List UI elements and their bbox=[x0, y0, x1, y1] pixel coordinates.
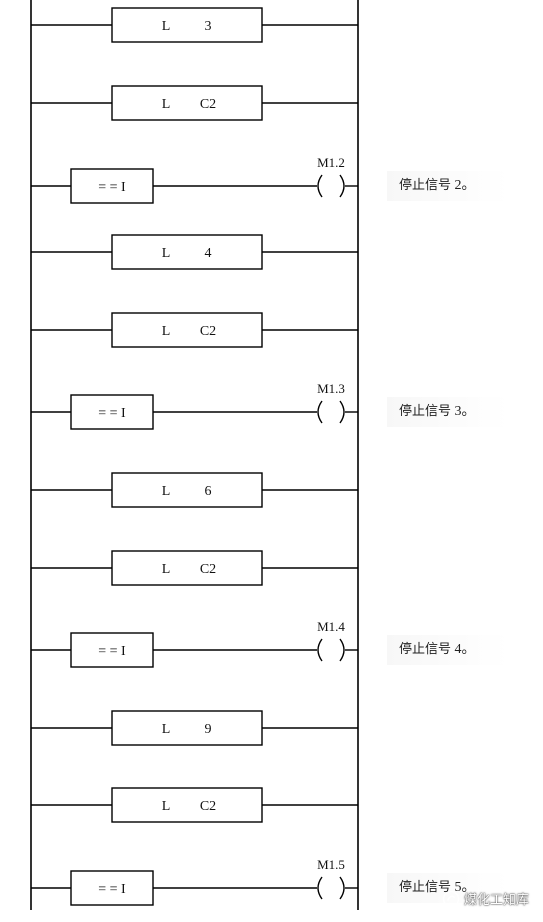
rung-comment: 停止信号 3。 bbox=[399, 404, 509, 420]
wechat-official-account-icon bbox=[442, 890, 460, 907]
comment-text: 停止信号 bbox=[399, 178, 452, 193]
compare-instruction-box bbox=[70, 632, 154, 668]
coil-address: M1.5 bbox=[317, 857, 345, 872]
rung-6: = = I M1.3 bbox=[31, 381, 358, 430]
rung-comment: 停止信号 5。 bbox=[399, 880, 509, 896]
instruction-operand: 9 bbox=[205, 722, 212, 737]
compare-instruction-box bbox=[70, 168, 154, 204]
load-instruction-box bbox=[111, 787, 263, 823]
comment-number: 4。 bbox=[451, 642, 476, 657]
watermark: 煤化工知库 bbox=[442, 889, 529, 908]
coil-right-arc bbox=[339, 876, 345, 900]
instruction-operand: 6 bbox=[205, 484, 212, 499]
coil-left-arc bbox=[317, 400, 323, 424]
coil-right-arc bbox=[339, 174, 345, 198]
coil-left-arc bbox=[317, 174, 323, 198]
load-instruction-box bbox=[111, 7, 263, 43]
comment-number: 5。 bbox=[451, 880, 476, 895]
instruction-op: L bbox=[162, 19, 171, 34]
coil-right-arc bbox=[339, 400, 345, 424]
comment-background bbox=[387, 171, 509, 201]
load-instruction-box bbox=[111, 550, 263, 586]
instruction-operand: C2 bbox=[200, 97, 216, 112]
instruction-op: L bbox=[162, 324, 171, 339]
comment-text: 停止信号 bbox=[399, 404, 452, 419]
instruction-op: L bbox=[162, 562, 171, 577]
rung-12: = = I M1.5 bbox=[31, 857, 358, 906]
coil-address: M1.2 bbox=[317, 155, 345, 170]
instruction-operand: C2 bbox=[200, 324, 216, 339]
comment-number: 2。 bbox=[451, 178, 476, 193]
comment-text: 停止信号 bbox=[399, 880, 452, 895]
instruction-op: L bbox=[162, 246, 171, 261]
coil-left-arc bbox=[317, 638, 323, 662]
rung-8: L C2 bbox=[31, 550, 358, 586]
load-instruction-box bbox=[111, 312, 263, 348]
compare-op: = = I bbox=[98, 180, 126, 195]
compare-op: = = I bbox=[98, 882, 126, 897]
instruction-operand: 4 bbox=[205, 246, 212, 261]
rung-5: L C2 bbox=[31, 312, 358, 348]
coil-address: M1.3 bbox=[317, 381, 345, 396]
instruction-op: L bbox=[162, 799, 171, 814]
compare-op: = = I bbox=[98, 406, 126, 421]
coil-left-arc bbox=[317, 876, 323, 900]
rung-3: = = I M1.2 bbox=[31, 155, 358, 204]
coil-right-arc bbox=[339, 638, 345, 662]
instruction-op: L bbox=[162, 722, 171, 737]
instruction-operand: 3 bbox=[205, 19, 212, 34]
instruction-op: L bbox=[162, 484, 171, 499]
instruction-operand: C2 bbox=[200, 562, 216, 577]
comment-number: 3。 bbox=[451, 404, 476, 419]
rung-9: = = I M1.4 bbox=[31, 619, 358, 668]
comment-background bbox=[387, 635, 509, 665]
load-instruction-box bbox=[111, 710, 263, 746]
rung-comment: 停止信号 4。 bbox=[399, 642, 509, 658]
rung-11: L C2 bbox=[31, 787, 358, 823]
compare-op: = = I bbox=[98, 644, 126, 659]
comment-text: 停止信号 bbox=[399, 642, 452, 657]
load-instruction-box bbox=[111, 472, 263, 508]
rung-comment: 停止信号 2。 bbox=[399, 178, 509, 194]
rung-2: L C2 bbox=[31, 85, 358, 121]
compare-instruction-box bbox=[70, 870, 154, 906]
watermark-text: 煤化工知库 bbox=[463, 893, 529, 908]
coil-address: M1.4 bbox=[317, 619, 345, 634]
load-instruction-box bbox=[111, 85, 263, 121]
load-instruction-box bbox=[111, 234, 263, 270]
comment-background bbox=[387, 397, 509, 427]
instruction-op: L bbox=[162, 97, 171, 112]
instruction-operand: C2 bbox=[200, 799, 216, 814]
